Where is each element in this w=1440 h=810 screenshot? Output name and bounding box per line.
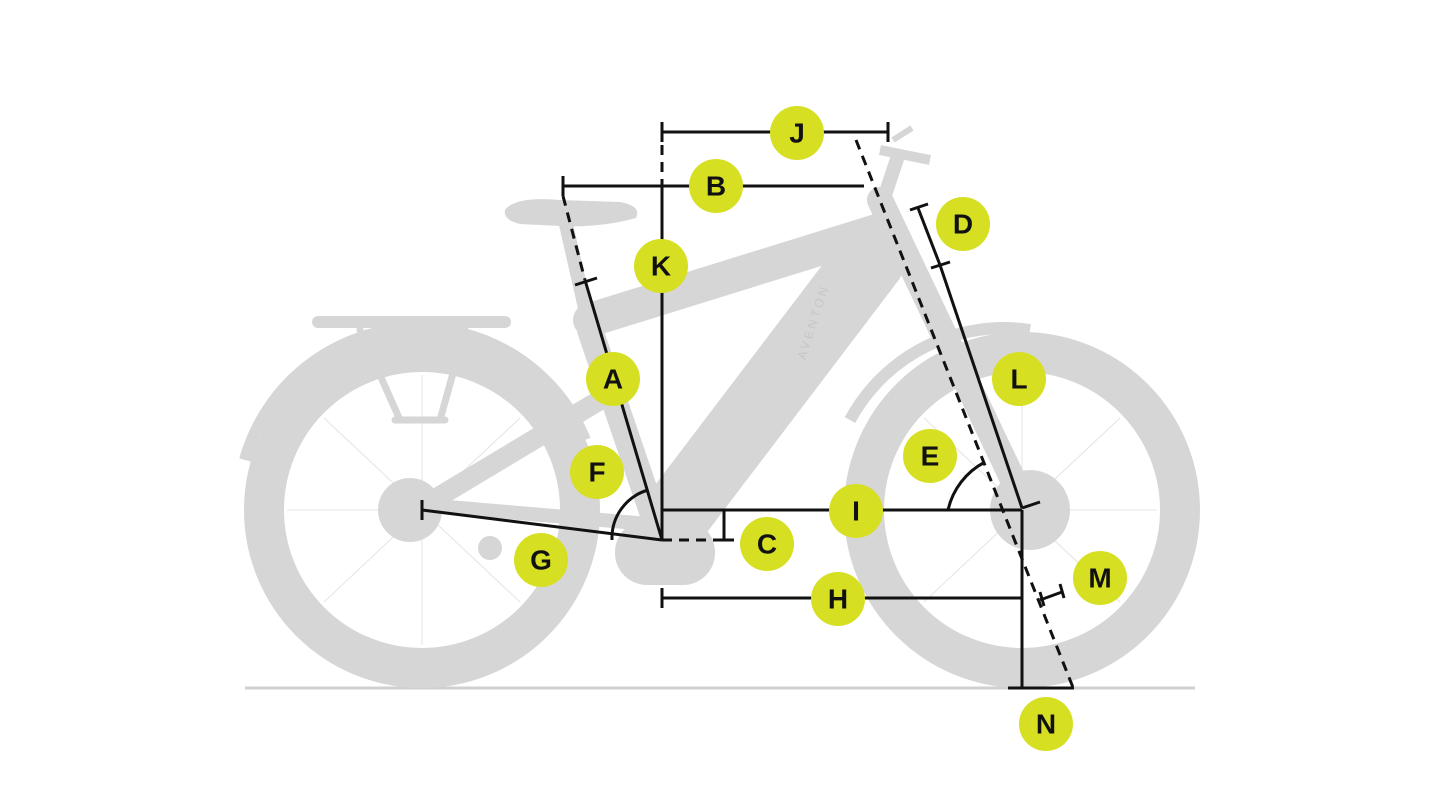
front-axle-tick bbox=[1021, 500, 1041, 510]
svg-text:E: E bbox=[921, 441, 940, 472]
measurement-lines bbox=[420, 122, 1076, 691]
svg-text:F: F bbox=[588, 457, 605, 488]
svg-text:G: G bbox=[530, 545, 552, 576]
rear-fender bbox=[239, 322, 591, 462]
svg-text:I: I bbox=[852, 496, 860, 527]
rear-rack bbox=[312, 316, 511, 424]
svg-text:A: A bbox=[603, 364, 623, 395]
badge-f: F bbox=[570, 445, 624, 499]
measure-a-tick bbox=[574, 276, 598, 287]
badge-m: M bbox=[1073, 551, 1127, 605]
badge-i: I bbox=[829, 484, 883, 538]
seatpost bbox=[558, 218, 597, 332]
handlebar-grip bbox=[891, 125, 914, 143]
badge-j: J bbox=[770, 106, 824, 160]
frame bbox=[415, 187, 1038, 548]
badge-a: A bbox=[586, 352, 640, 406]
measure-m-tick-a bbox=[1038, 591, 1046, 607]
saddle bbox=[504, 199, 638, 227]
measure-m-tick-b bbox=[1058, 583, 1066, 599]
badge-n: N bbox=[1019, 697, 1073, 751]
bike-silhouette: AVENTON bbox=[239, 125, 1200, 690]
badge-k: K bbox=[634, 239, 688, 293]
svg-text:M: M bbox=[1088, 563, 1111, 594]
handlebar bbox=[879, 145, 931, 165]
measure-e-arc bbox=[946, 460, 986, 511]
badge-b: B bbox=[689, 159, 743, 213]
chainring bbox=[478, 536, 502, 560]
svg-text:H: H bbox=[828, 584, 848, 615]
measure-a-dashed bbox=[561, 195, 587, 281]
front-fender bbox=[844, 322, 1031, 423]
svg-text:N: N bbox=[1036, 709, 1056, 740]
chainstay-line bbox=[421, 508, 663, 542]
svg-text:C: C bbox=[757, 529, 777, 560]
measure-d-tick-top bbox=[909, 202, 929, 212]
badge-e: E bbox=[903, 429, 957, 483]
badge-c: C bbox=[740, 517, 794, 571]
measure-m-line bbox=[1039, 590, 1063, 602]
stem bbox=[873, 147, 907, 213]
rear-tire bbox=[244, 332, 600, 688]
badge-g: G bbox=[514, 533, 568, 587]
badge-d: D bbox=[936, 197, 990, 251]
svg-text:L: L bbox=[1010, 364, 1027, 395]
label-badges: J B K D A L E F I C G M H N bbox=[514, 106, 1127, 751]
measure-f-arc bbox=[610, 488, 649, 541]
measure-l-line bbox=[938, 264, 1024, 509]
badge-h: H bbox=[811, 572, 865, 626]
svg-text:D: D bbox=[953, 209, 973, 240]
svg-text:B: B bbox=[706, 171, 726, 202]
svg-text:K: K bbox=[651, 251, 671, 282]
svg-text:J: J bbox=[789, 118, 805, 149]
badge-l: L bbox=[992, 352, 1046, 406]
measure-d-line bbox=[916, 207, 942, 266]
measure-a-line bbox=[583, 279, 664, 541]
steering-axis-dashed bbox=[854, 139, 1076, 691]
motor-housing bbox=[615, 520, 715, 585]
